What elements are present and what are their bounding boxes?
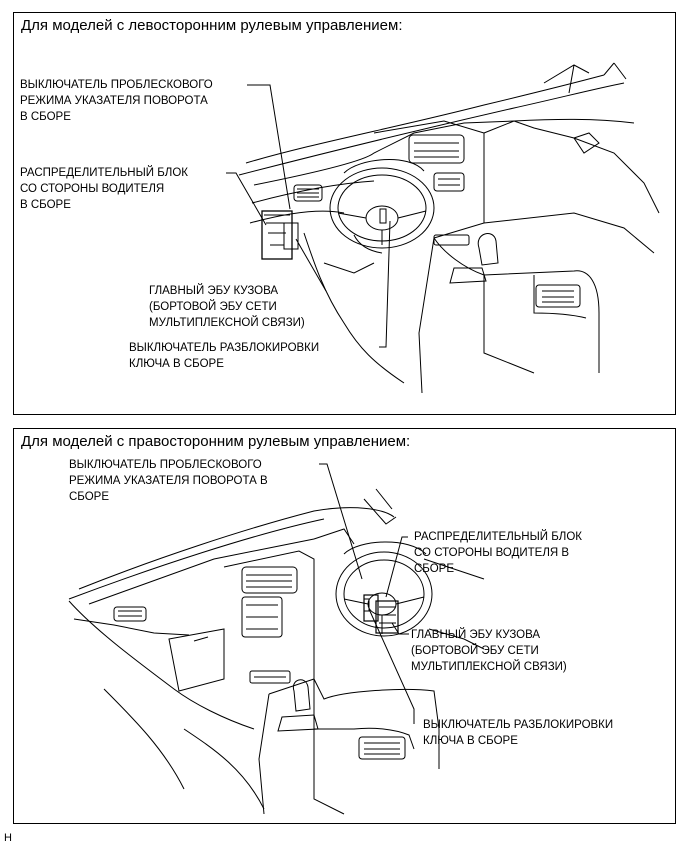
- lhd-leader-junction: [226, 172, 267, 226]
- rhd-leader-junction: [385, 536, 408, 598]
- lhd-dashboard-drawing: [226, 62, 660, 394]
- lhd-panel: Для моделей с левосторонним рулевым упра…: [13, 12, 676, 415]
- lhd-leader-key: [379, 220, 391, 348]
- lhd-label-junction-block: РАСПРЕДЕЛИТЕЛЬНЫЙ БЛОК СО СТОРОНЫ ВОДИТЕ…: [20, 167, 188, 211]
- rhd-leader-ecu: [391, 622, 409, 635]
- lhd-label-hazard-switch: ВЫКЛЮЧАТЕЛЬ ПРОБЛЕСКОВОГО РЕЖИМА УКАЗАТЕ…: [20, 79, 213, 123]
- lhd-label-key-unlock-switch: ВЫКЛЮЧАТЕЛЬ РАЗБЛОКИРОВКИ КЛЮЧА В СБОРЕ: [129, 342, 320, 370]
- rhd-label-key-unlock-switch: ВЫКЛЮЧАТЕЛЬ РАЗБЛОКИРОВКИ КЛЮЧА В СБОРЕ: [423, 719, 614, 747]
- rhd-leader-hazard: [319, 463, 363, 580]
- rhd-panel-title: Для моделей с правосторонним рулевым упр…: [21, 433, 411, 450]
- lhd-panel-title: Для моделей с левосторонним рулевым упра…: [21, 17, 403, 34]
- rhd-label-body-ecu: ГЛАВНЫЙ ЭБУ КУЗОВА (БОРТОВОЙ ЭБУ СЕТИ МУ…: [411, 629, 567, 673]
- lhd-leader-ecu: [295, 238, 327, 292]
- lhd-leader-hazard: [247, 84, 291, 210]
- rhd-label-junction-block: РАСПРЕДЕЛИТЕЛЬНЫЙ БЛОК СО СТОРОНЫ ВОДИТЕ…: [414, 531, 582, 575]
- rhd-panel: Для моделей с правосторонним рулевым упр…: [13, 428, 676, 824]
- rhd-label-hazard-switch: ВЫКЛЮЧАТЕЛЬ ПРОБЛЕСКОВОГО РЕЖИМА УКАЗАТЕ…: [69, 459, 268, 503]
- lhd-label-body-ecu: ГЛАВНЫЙ ЭБУ КУЗОВА (БОРТОВОЙ ЭБУ СЕТИ МУ…: [149, 285, 305, 329]
- corner-mark: H: [4, 832, 12, 844]
- rhd-dashboard-drawing: [68, 463, 485, 815]
- rhd-leader-key: [368, 608, 415, 724]
